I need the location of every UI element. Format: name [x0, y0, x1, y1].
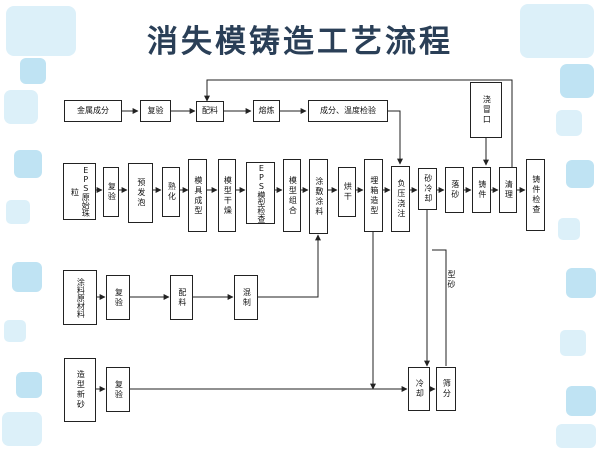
node-yufapao: 预发泡 [128, 163, 153, 223]
node-shuhua: 熟化 [162, 167, 180, 217]
node-zaoxing-xinsha: 造型新砂 [64, 358, 96, 422]
line-shaifen-xingsha [432, 249, 447, 366]
node-ronglian: 熔炼 [253, 100, 280, 122]
node-tuliao-yuancailiao: 涂料原材料 [63, 270, 97, 325]
node-lengque: 冷却 [408, 367, 430, 411]
arrow-jianyan-fuya [388, 110, 403, 165]
node-peiliao-2: 配料 [170, 275, 193, 320]
node-moxingganzao: 模型干燥 [218, 159, 236, 232]
node-zhujian: 铸件 [472, 167, 491, 213]
node-fuyan-1: 复验 [140, 100, 171, 122]
node-eps-yuanshi: EPS原始珠粒 [63, 163, 96, 220]
node-shalengque: 砂冷却 [418, 168, 437, 210]
node-zhujianjiancha: 铸件检查 [526, 159, 545, 231]
node-moxingzuhe: 模型组合 [283, 159, 301, 232]
node-peiliao-1: 配料 [196, 101, 224, 122]
label-xingsha: 型砂 [447, 270, 456, 290]
page-title: 消失模铸造工艺流程 [147, 24, 453, 60]
node-maixiangzaoxing: 埋箱造型 [364, 159, 383, 232]
diagram-panel [48, 74, 552, 450]
node-fuyan-2: 复验 [103, 167, 119, 217]
arrow-hunzhi-tufu [258, 234, 321, 298]
node-honggan: 烘干 [338, 167, 356, 217]
node-fuyan-3: 复验 [106, 275, 130, 320]
node-mojuchengxing: 模具成型 [188, 159, 207, 232]
node-hunzhi: 混制 [234, 275, 258, 320]
node-fuyan-4: 复验 [106, 367, 130, 412]
node-fuyajiaozhu: 负压浇注 [391, 166, 410, 232]
node-tufutuliao: 涂敷涂料 [309, 159, 328, 234]
node-shaifen: 筛分 [436, 367, 456, 411]
node-chengfen-wendu: 成分、温度检验 [308, 100, 388, 122]
node-qingli: 清理 [499, 167, 517, 213]
line-top-loop [204, 79, 513, 167]
node-eps-moxing-jiancha: EPS模型检查 [246, 162, 275, 224]
node-luosha: 落砂 [445, 167, 464, 213]
node-jinshu: 金属成分 [64, 100, 122, 122]
node-jiaomaokou: 浇冒口 [470, 82, 502, 138]
